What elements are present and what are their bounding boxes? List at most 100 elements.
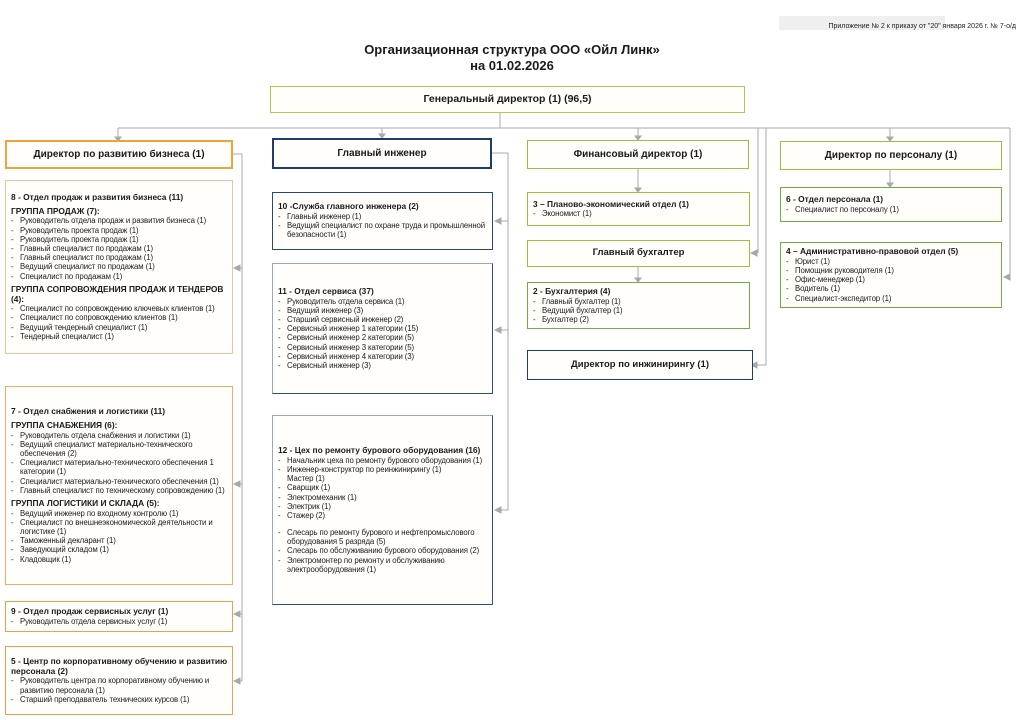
group-items: -Специалист по сопровождению ключевых кл… bbox=[11, 304, 229, 341]
dept-box-5-training-center: 5 - Центр по корпоративному обучению и р… bbox=[5, 646, 233, 715]
list-item-text: Сервисный инженер 1 категории (15) bbox=[287, 324, 419, 334]
list-item-text: Ведущий тендерный специалист (1) bbox=[20, 322, 148, 332]
dept-items: -Руководитель центра по корпоративному о… bbox=[11, 676, 229, 704]
list-item-text: Экономист (1) bbox=[542, 209, 592, 219]
list-item: -Специалист по сопровождению ключевых кл… bbox=[11, 304, 229, 313]
list-item-text: Ведущий специалист по продажам (1) bbox=[20, 262, 155, 272]
list-item-dash: - bbox=[786, 293, 789, 303]
list-item-dash: - bbox=[533, 209, 536, 219]
list-item-text: Специалист по персоналу (1) bbox=[795, 204, 899, 214]
dept-box-10-chief-engineer-service: 10 -Служба главного инженера (2) -Главны… bbox=[272, 192, 493, 250]
list-item-dash: - bbox=[11, 458, 14, 468]
business-side-rail bbox=[232, 153, 243, 685]
list-item-dash: - bbox=[786, 256, 789, 266]
list-item: -Экономист (1) bbox=[533, 209, 746, 218]
list-item-dash: - bbox=[11, 554, 14, 564]
node-label: Главный инженер bbox=[337, 148, 427, 159]
group-items: -Руководитель отдела продаж и развития б… bbox=[11, 216, 229, 280]
group-title: ГРУППА СОПРОВОЖДЕНИЯ ПРОДАЖ И ТЕНДЕРОВ (… bbox=[11, 283, 224, 304]
dept-box-3-planning-economics: 3 – Планово-экономический отдел (1) -Эко… bbox=[527, 192, 750, 226]
list-item-dash: - bbox=[11, 694, 14, 704]
annotation-highlight bbox=[779, 16, 945, 30]
list-item: -Сервисный инженер 3 категории (5) bbox=[278, 343, 489, 352]
list-item: -Электромеханик (1) bbox=[278, 493, 489, 502]
dept-box-9-service-sales: 9 - Отдел продаж сервисных услуг (1) -Ру… bbox=[5, 601, 233, 632]
list-item: -Слесарь по обслуживанию бурового оборуд… bbox=[278, 546, 489, 555]
list-item: Мастер (1) bbox=[278, 474, 489, 483]
list-item-text: Главный специалист по техническому сопро… bbox=[20, 485, 225, 495]
list-item: -Ведущий специалист по охране труда и пр… bbox=[278, 221, 489, 239]
dept-box-11-service-dept: 11 - Отдел сервиса (37) -Руководитель от… bbox=[272, 263, 493, 394]
list-item: -Заведующий складом (1) bbox=[11, 545, 229, 554]
list-item-text: Главный специалист по продажам (1) bbox=[20, 253, 153, 263]
list-item-dash: - bbox=[786, 275, 789, 285]
dept-items: -Начальник цеха по ремонту бурового обор… bbox=[278, 456, 489, 574]
dept-header: 6 - Отдел персонала (1) bbox=[786, 194, 884, 205]
accountant-rail bbox=[749, 128, 767, 369]
list-item: -Руководитель отдела сервиса (1) bbox=[278, 297, 489, 306]
admin-rail bbox=[1002, 128, 1011, 281]
list-item-text: Руководитель отдела продаж и развития би… bbox=[20, 216, 207, 226]
list-item-dash: - bbox=[11, 545, 14, 555]
list-item-text: Ведущий инженер по входному контролю (1) bbox=[20, 508, 179, 518]
list-item-text: Офис-менеджер (1) bbox=[795, 275, 865, 285]
list-item: -Специалист по внешнеэкономической деяте… bbox=[11, 518, 229, 536]
list-item: -Руководитель отдела снабжения и логисти… bbox=[11, 431, 229, 440]
page-title-line1: Организационная структура ООО «Ойл Линк» bbox=[364, 42, 660, 57]
list-item-text: Заведующий складом (1) bbox=[20, 545, 109, 555]
list-item-text: Руководитель центра по корпоративному об… bbox=[20, 676, 210, 695]
node-label: Главный бухгалтер bbox=[592, 247, 685, 259]
dept-header: 9 - Отдел продаж сервисных услуг (1) bbox=[11, 606, 169, 617]
node-chief-engineer: Главный инженер bbox=[272, 138, 492, 169]
order-annotation: Приложение № 2 к приказу от "20" января … bbox=[828, 23, 1016, 30]
node-chief-accountant: Главный бухгалтер bbox=[527, 240, 750, 267]
list-item-dash: - bbox=[786, 204, 789, 214]
list-item-dash: - bbox=[278, 315, 281, 324]
list-item: -Таможенный декларант (1) bbox=[11, 536, 229, 545]
node-engineering-director: Директор по инжинирингу (1) bbox=[527, 350, 753, 380]
list-item-text: Юрист (1) bbox=[795, 256, 830, 266]
dept-items: -Главный инженер (1)-Ведущий специалист … bbox=[278, 212, 489, 240]
list-item-dash: - bbox=[278, 296, 281, 306]
list-item: -Специалист материально-технического обе… bbox=[11, 458, 229, 476]
list-item: -Сервисный инженер 2 категории (5) bbox=[278, 333, 489, 342]
list-item-dash: - bbox=[11, 508, 14, 518]
list-item-text: Помощник руководителя (1) bbox=[795, 266, 894, 276]
list-item-dash: - bbox=[278, 555, 281, 565]
list-item-text: Специалист материально-технического обес… bbox=[20, 476, 219, 486]
list-item: -Электрик (1) bbox=[278, 502, 489, 511]
list-item: -Ведущий специалист по продажам (1) bbox=[11, 262, 229, 271]
list-item-dash: - bbox=[278, 221, 281, 231]
list-item: -Слесарь по ремонту бурового и нефтепром… bbox=[278, 528, 489, 546]
dept-header: 2 - Бухгалтерия (4) bbox=[533, 285, 611, 296]
node-label: Директор по персоналу (1) bbox=[824, 150, 958, 161]
list-item-text: Мастер (1) bbox=[287, 474, 325, 484]
list-item: -Главный инженер (1) bbox=[278, 212, 489, 221]
list-item-dash: - bbox=[533, 305, 536, 315]
list-item: -Ведущий специалист материально-техничес… bbox=[11, 440, 229, 458]
list-item-text: Электрик (1) bbox=[287, 501, 331, 511]
list-item-text: Ведущий инженер (3) bbox=[287, 305, 364, 315]
list-item: -Главный специалист по техническому сопр… bbox=[11, 486, 229, 495]
list-item-dash: - bbox=[786, 284, 789, 294]
list-item-text: Старший преподаватель технических курсов… bbox=[20, 694, 190, 704]
list-item-dash: - bbox=[278, 510, 281, 520]
list-item: -Ведущий инженер по входному контролю (1… bbox=[11, 509, 229, 518]
group-items: -Ведущий инженер по входному контролю (1… bbox=[11, 509, 229, 564]
list-item-text: Таможенный декларант (1) bbox=[20, 536, 116, 546]
list-item: -Специалист по персоналу (1) bbox=[786, 205, 998, 214]
dept-items: -Специалист по персоналу (1) bbox=[786, 205, 998, 214]
dept-header: 8 - Отдел продаж и развития бизнеса (11) bbox=[11, 191, 184, 202]
list-item: -Главный специалист по продажам (1) bbox=[11, 253, 229, 262]
dept-box-4-admin-legal: 4 – Административно-правовой отдел (5) -… bbox=[780, 242, 1002, 308]
ceo-rail bbox=[114, 113, 1010, 142]
group-title: ГРУППА ЛОГИСТИКИ И СКЛАДА (5): bbox=[11, 497, 160, 508]
list-item-text: Сервисный инженер 3 категории (5) bbox=[287, 342, 415, 352]
list-item-dash: - bbox=[11, 439, 14, 449]
list-item-text: Бухгалтер (2) bbox=[542, 314, 589, 324]
list-item-text: Сервисный инженер 2 категории (5) bbox=[287, 333, 415, 343]
list-item-text: Слесарь по ремонту бурового и нефтепромы… bbox=[287, 528, 475, 547]
list-item-text: Сварщик (1) bbox=[287, 483, 331, 493]
list-item: -Руководитель отдела продаж и развития б… bbox=[11, 216, 229, 225]
